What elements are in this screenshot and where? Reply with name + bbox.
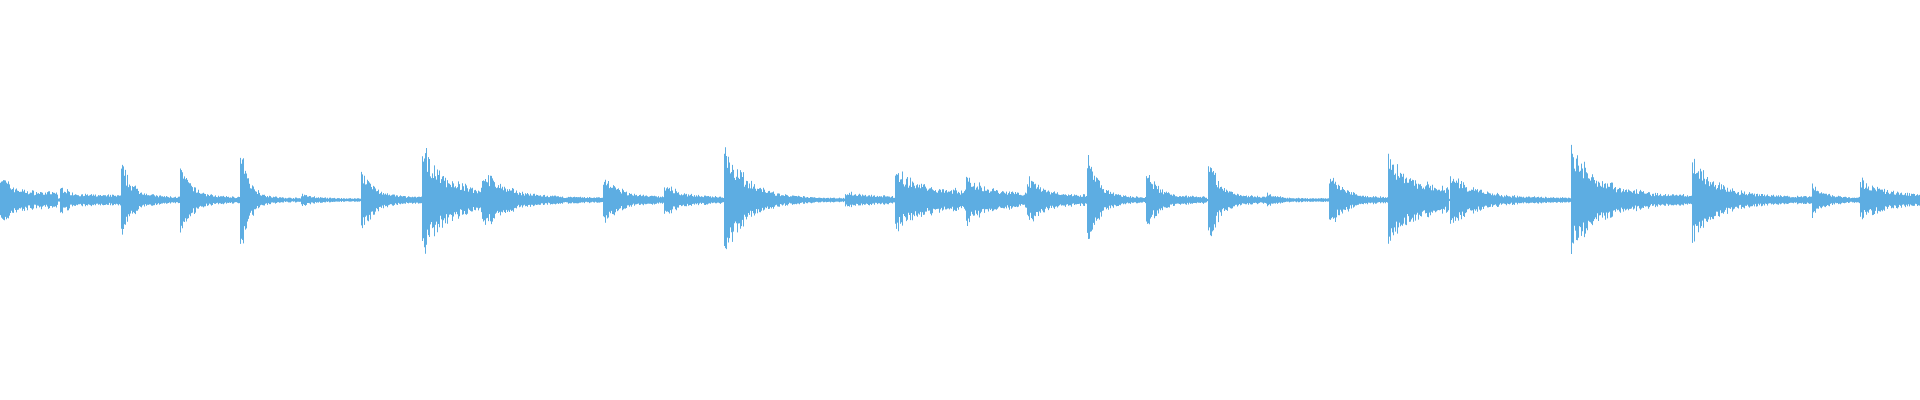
- waveform-bars: [0, 144, 1920, 254]
